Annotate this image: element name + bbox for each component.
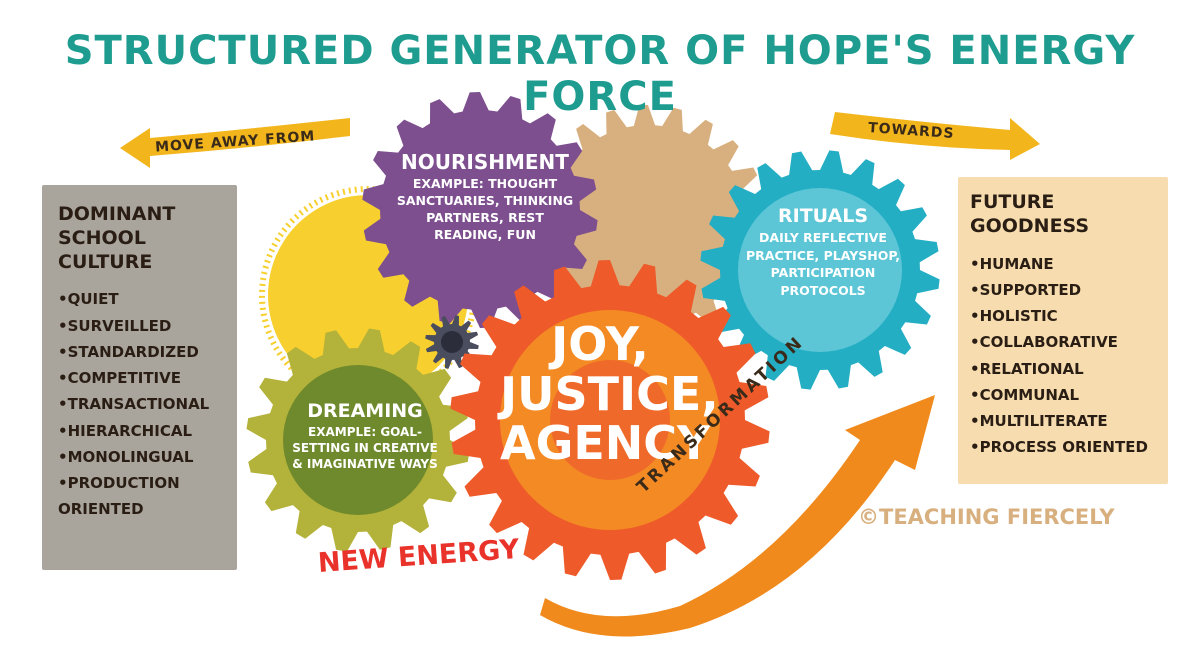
future-goodness-item: •MULTILITERATE	[970, 412, 1108, 430]
future-goodness-panel: FUTURE GOODNESS •HUMANE •SUPPORTED •HOLIST…	[958, 177, 1168, 484]
credit-label: ©TEACHING FIERCELY	[858, 505, 1115, 529]
dominant-culture-item: •SURVEILLED	[58, 316, 172, 335]
dreaming-gear	[246, 328, 470, 552]
future-goodness-list: •HUMANE •SUPPORTED •HOLISTIC •COLLABORATIVE…	[970, 251, 1168, 461]
future-goodness-item: •SUPPORTED	[970, 280, 1082, 299]
future-goodness-item: •COLLABORATIVE	[970, 333, 1118, 352]
rituals-title: RITUALS	[778, 205, 868, 227]
towards-arrow	[830, 112, 1040, 160]
nourishment-gear	[362, 92, 598, 328]
rituals-body: DAILY REFLECTIVE PRACTICE, PLAYSHOP, PAR…	[746, 230, 900, 298]
dominant-culture-panel: DOMINANT SCHOOL CULTURE •QUIET •SURVEILLE…	[42, 185, 237, 570]
dreaming-text: DREAMING EXAMPLE: GOAL-SETTING IN CREATI…	[290, 400, 440, 473]
center-line-joy: JOY,	[551, 317, 649, 371]
center-line-justice: JUSTICE,	[500, 366, 719, 421]
rituals-gear	[700, 150, 940, 390]
dreaming-gear-ring	[283, 365, 433, 515]
nourishment-title: NOURISHMENT	[401, 150, 569, 174]
dominant-culture-item: •TRANSACTIONAL	[58, 395, 210, 414]
dominant-culture-list: •QUIET •SURVEILLED •STANDARDIZED •COMPETITI…	[58, 286, 237, 522]
dominant-culture-title: DOMINANT SCHOOL CULTURE	[58, 203, 176, 273]
center-line-agency: AGENCY	[500, 416, 711, 471]
nourishment-text: NOURISHMENT EXAMPLE: THOUGHT SANCTUARIES…	[390, 150, 580, 244]
dominant-culture-item: •HIERARCHICAL	[58, 421, 192, 440]
small-gear-ring	[441, 331, 463, 353]
future-goodness-title: FUTURE GOODNESS	[970, 191, 1090, 237]
move-away-arrow	[120, 118, 350, 168]
dominant-culture-item: •STANDARDIZED	[58, 342, 199, 361]
tan-gear	[528, 105, 768, 345]
dominant-culture-item: •QUIET	[58, 290, 119, 309]
dreaming-title: DREAMING	[307, 400, 423, 422]
dominant-culture-item: •MONOLINGUAL	[58, 447, 194, 466]
dreaming-body: EXAMPLE: GOAL-SETTING IN CREATIVE & IMAG…	[292, 425, 438, 472]
nourishment-body: EXAMPLE: THOUGHT SANCTUARIES, THINKING P…	[396, 176, 574, 242]
dominant-culture-item: •COMPETITIVE	[58, 369, 181, 387]
rituals-gear-ring	[738, 188, 902, 352]
center-gear	[450, 260, 770, 580]
future-goodness-item: •COMMUNAL	[970, 385, 1080, 404]
future-goodness-item: •HOLISTIC	[970, 307, 1058, 325]
future-goodness-item: •HUMANE	[970, 254, 1054, 273]
future-goodness-item: •RELATIONAL	[970, 359, 1084, 378]
rituals-text: RITUALS DAILY REFLECTIVE PRACTICE, PLAYS…	[738, 205, 908, 299]
transformation-arrow	[540, 395, 935, 637]
center-gear-ring	[550, 360, 670, 480]
tan-gear-body	[528, 105, 768, 345]
page-title: STRUCTURED GENERATOR OF HOPE'S ENERGY FO…	[64, 28, 1136, 120]
nourishment-gear-body	[362, 92, 598, 328]
future-goodness-item: •PROCESS ORIENTED	[970, 438, 1148, 457]
center-text: JOY, JUSTICE, AGENCY	[500, 317, 719, 471]
dominant-culture-item: •PRODUCTION ORIENTED	[58, 474, 180, 519]
